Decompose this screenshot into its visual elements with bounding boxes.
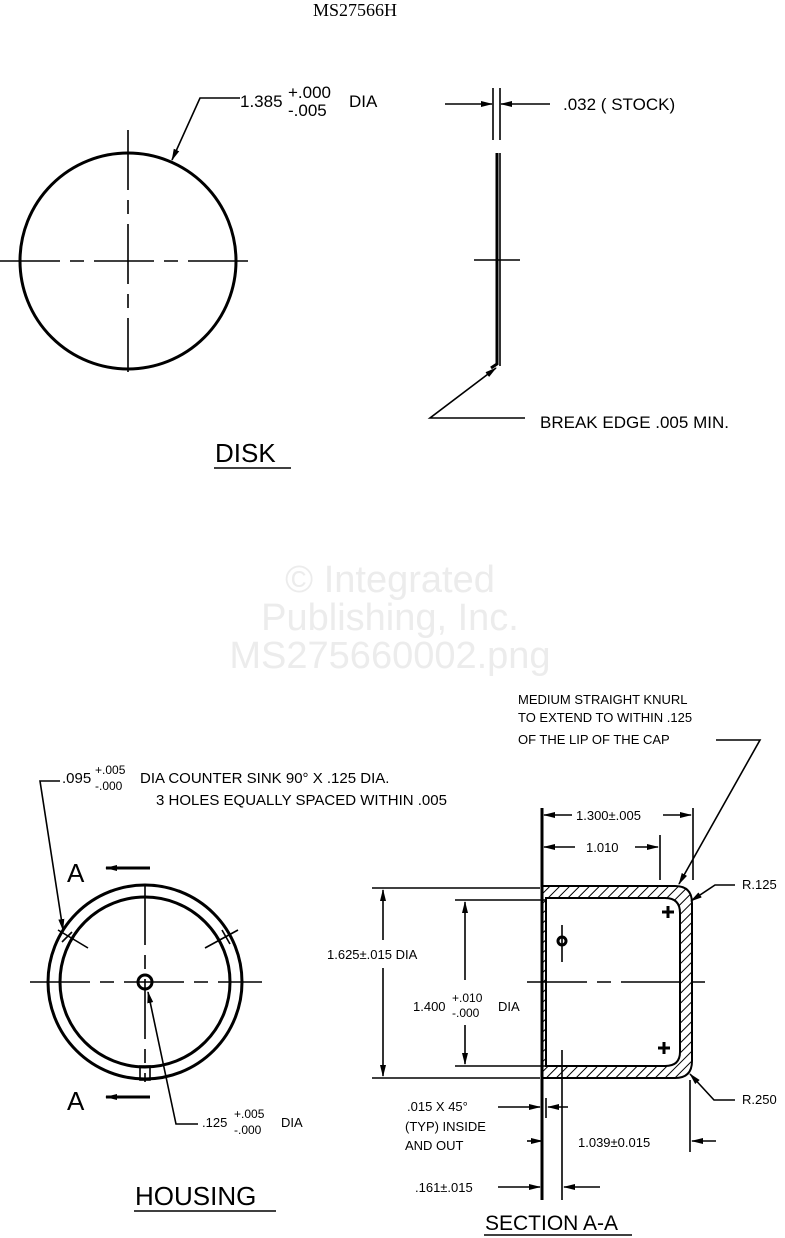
- radius-bottom: R.250: [742, 1092, 777, 1107]
- counter-sink-hole: [204, 929, 239, 949]
- disk-side-profile: [490, 153, 499, 370]
- chamfer-note: .015 X 45°: [407, 1099, 468, 1114]
- knurl-note: MEDIUM STRAIGHT KNURL: [518, 692, 688, 707]
- section-view: 1.300±.005 1.010 1.625±.015 DIA 1.400 +.…: [327, 692, 777, 1236]
- housing-view: A A .095 +.005 -.000 DIA COUNTER SINK 90…: [30, 763, 447, 1212]
- inner-dia-value: 1.400: [413, 999, 446, 1014]
- diameter-leader: [171, 97, 240, 161]
- watermark-line: © Integrated: [285, 559, 495, 601]
- watermark-line: MS275660002.png: [229, 635, 550, 677]
- disk-heading: DISK: [215, 438, 276, 468]
- break-edge-leader: [427, 367, 525, 419]
- chamfer-note: (TYP) INSIDE: [405, 1119, 486, 1134]
- drawing-number: MS27566H: [313, 0, 397, 20]
- disk-dia-tol-minus: -.005: [288, 101, 327, 120]
- watermark-line: Publishing, Inc.: [261, 597, 519, 639]
- center-hole: [136, 973, 154, 991]
- counter-sink-leader: [39, 780, 65, 931]
- hole-offset-dimension: .161±.015: [415, 1180, 473, 1195]
- cs-tol-plus: +.005: [95, 763, 126, 777]
- housing-heading: HOUSING: [135, 1181, 256, 1211]
- cs-suffix: DIA COUNTER SINK 90° X .125 DIA.: [140, 770, 389, 787]
- knurl-note: OF THE LIP OF THE CAP: [518, 732, 670, 747]
- counter-sink-hole: [139, 1065, 151, 1081]
- knurl-note: TO EXTEND TO WITHIN .125: [518, 710, 692, 725]
- radius-leader: [689, 1073, 735, 1101]
- section-wall: [541, 885, 693, 1079]
- inner-dia-tol-plus: +.010: [452, 991, 483, 1005]
- center-hole-leader: [147, 991, 198, 1125]
- radius-center-marks: [658, 906, 674, 1054]
- disk-dia-tol-plus: +.000: [288, 83, 331, 102]
- section-heading: SECTION A-A: [485, 1212, 618, 1235]
- knurl-length: 1.010: [586, 840, 619, 855]
- depth-dimension: 1.039±0.015: [578, 1135, 650, 1150]
- disk-view: 1.385 +.000 -.005 DIA .032 ( STOCK) BREA…: [0, 83, 729, 469]
- stock-thickness: .032 ( STOCK): [563, 95, 675, 114]
- section-label: A: [67, 858, 85, 888]
- knurl-leader: [678, 739, 762, 885]
- inner-dia-suffix: DIA: [498, 999, 520, 1014]
- hole-tol-plus: +.005: [234, 1107, 265, 1121]
- disk-dia-suffix: DIA: [349, 92, 378, 111]
- cs-value: .095: [62, 770, 91, 787]
- hole-value: .125: [202, 1115, 227, 1130]
- radius-top: R.125: [742, 877, 777, 892]
- radius-leader: [690, 884, 735, 902]
- watermark: © Integrated Publishing, Inc. MS27566000…: [229, 559, 550, 677]
- outer-diameter: 1.625±.015 DIA: [327, 947, 418, 962]
- cs-tol-minus: -.000: [95, 779, 123, 793]
- cs-spacing-note: 3 HOLES EQUALLY SPACED WITHIN .005: [156, 792, 447, 809]
- section-label: A: [67, 1086, 85, 1116]
- break-edge-note: BREAK EDGE .005 MIN.: [540, 413, 729, 432]
- overall-length: 1.300±.005: [576, 808, 641, 823]
- counter-sink-hole: [57, 929, 89, 949]
- disk-dia-value: 1.385: [240, 92, 283, 111]
- hole-tol-minus: -.000: [234, 1123, 262, 1137]
- chamfer-note: AND OUT: [405, 1138, 464, 1153]
- inner-dia-tol-minus: -.000: [452, 1006, 480, 1020]
- hole-suffix: DIA: [281, 1115, 303, 1130]
